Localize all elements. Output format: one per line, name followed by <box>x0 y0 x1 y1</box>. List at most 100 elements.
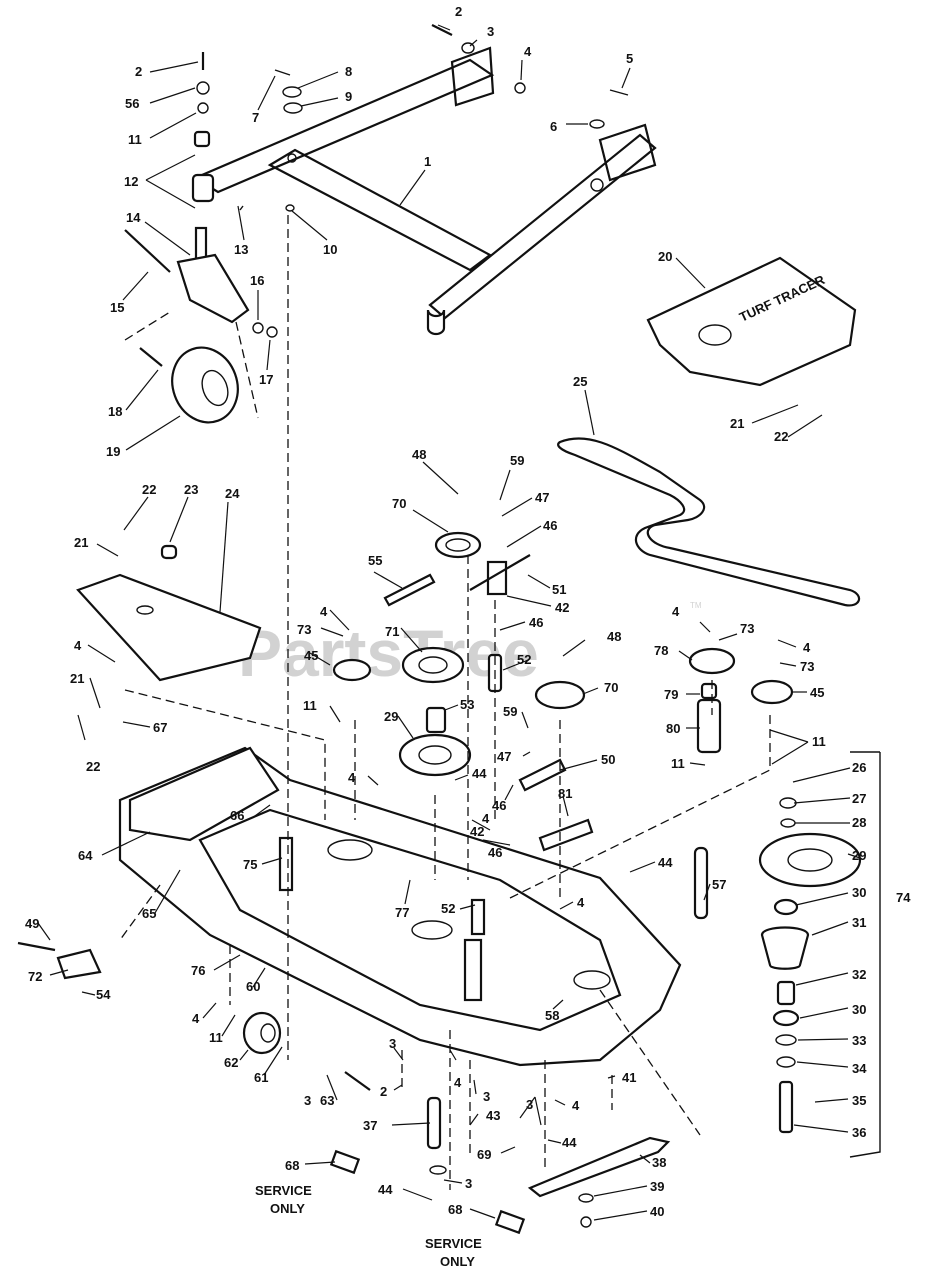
service-only-note-line2: ONLY <box>440 1254 475 1269</box>
callout-74: 74 <box>896 890 911 905</box>
callout-15: 15 <box>110 300 124 315</box>
callout-22: 22 <box>774 429 788 444</box>
callout-65: 65 <box>142 906 156 921</box>
callout-11: 11 <box>128 132 142 147</box>
callout-33: 33 <box>852 1033 866 1048</box>
callout-57: 57 <box>712 877 726 892</box>
callout-73: 73 <box>740 621 754 636</box>
callout-6: 6 <box>550 119 557 134</box>
callout-44: 44 <box>562 1135 577 1150</box>
callout-11: 11 <box>303 698 317 713</box>
callout-4: 4 <box>348 770 356 785</box>
callout-73: 73 <box>297 622 311 637</box>
callout-20: 20 <box>658 249 672 264</box>
callout-3: 3 <box>465 1176 472 1191</box>
callout-12: 12 <box>124 174 138 189</box>
callout-21: 21 <box>730 416 744 431</box>
callout-25: 25 <box>573 374 587 389</box>
callout-4: 4 <box>454 1075 462 1090</box>
hitch-frame <box>192 46 657 336</box>
callout-51: 51 <box>552 582 566 597</box>
spindle-assembly <box>760 751 881 1158</box>
callout-36: 36 <box>852 1125 866 1140</box>
callout-46: 46 <box>488 845 502 860</box>
callout-50: 50 <box>601 752 615 767</box>
callout-23: 23 <box>184 482 198 497</box>
callout-70: 70 <box>604 680 618 695</box>
callout-2: 2 <box>455 4 462 19</box>
callout-72: 72 <box>28 969 42 984</box>
gauge-wheel <box>242 836 486 1055</box>
callout-4: 4 <box>192 1011 200 1026</box>
callout-27: 27 <box>852 791 866 806</box>
callout-39: 39 <box>650 1179 664 1194</box>
callout-26: 26 <box>852 760 866 775</box>
service-only-note-line1: SERVICE <box>255 1183 312 1198</box>
callout-11: 11 <box>209 1030 223 1045</box>
callout-70: 70 <box>392 496 406 511</box>
callout-4: 4 <box>672 604 680 619</box>
callout-numbers: 2 3 4 5 6 2 56 11 8 9 7 12 1 13 10 14 15… <box>25 4 911 1219</box>
callout-52: 52 <box>517 652 531 667</box>
callout-10: 10 <box>323 242 337 257</box>
callout-44: 44 <box>658 855 673 870</box>
callout-45: 45 <box>810 685 824 700</box>
callout-21: 21 <box>70 671 84 686</box>
callout-30: 30 <box>852 1002 866 1017</box>
callout-46: 46 <box>543 518 557 533</box>
callout-14: 14 <box>126 210 141 225</box>
callout-28: 28 <box>852 815 866 830</box>
misc-hardware <box>17 846 709 1235</box>
callout-34: 34 <box>852 1061 867 1076</box>
callout-35: 35 <box>852 1093 866 1108</box>
callout-48: 48 <box>412 447 426 462</box>
callout-78: 78 <box>654 643 668 658</box>
callout-58: 58 <box>545 1008 559 1023</box>
callout-44: 44 <box>472 766 487 781</box>
idler-hardware <box>383 554 722 852</box>
callout-59: 59 <box>503 704 517 719</box>
callout-3: 3 <box>304 1093 311 1108</box>
callout-2: 2 <box>135 64 142 79</box>
service-only-note-line1: SERVICE <box>425 1236 482 1251</box>
callout-30: 30 <box>852 885 866 900</box>
callout-63: 63 <box>320 1093 334 1108</box>
callout-80: 80 <box>666 721 680 736</box>
watermark-trademark: TM <box>690 601 702 610</box>
callout-31: 31 <box>852 915 866 930</box>
callout-7: 7 <box>252 110 259 125</box>
callout-3: 3 <box>483 1089 490 1104</box>
callout-22: 22 <box>86 759 100 774</box>
deck-housing <box>118 746 682 1067</box>
callout-44: 44 <box>378 1182 393 1197</box>
callout-21: 21 <box>74 535 88 550</box>
callout-69: 69 <box>477 1147 491 1162</box>
callout-46: 46 <box>529 615 543 630</box>
callout-45: 45 <box>304 648 318 663</box>
service-only-note-line2: ONLY <box>270 1201 305 1216</box>
service-only-notes: SERVICE ONLY SERVICE ONLY <box>255 1183 482 1269</box>
callout-24: 24 <box>225 486 240 501</box>
callout-73: 73 <box>800 659 814 674</box>
callout-16: 16 <box>250 273 264 288</box>
callout-4: 4 <box>572 1098 580 1113</box>
callout-42: 42 <box>555 600 569 615</box>
callout-76: 76 <box>191 963 205 978</box>
leader-lines <box>37 24 861 1221</box>
callout-68: 68 <box>448 1202 462 1217</box>
callout-13: 13 <box>234 242 248 257</box>
callout-64: 64 <box>78 848 93 863</box>
callout-60: 60 <box>246 979 260 994</box>
callout-47: 47 <box>497 749 511 764</box>
callout-61: 61 <box>254 1070 268 1085</box>
callout-4: 4 <box>482 811 490 826</box>
callout-71: 71 <box>385 624 399 639</box>
callout-53: 53 <box>460 697 474 712</box>
callout-4: 4 <box>803 640 811 655</box>
callout-1: 1 <box>424 154 431 169</box>
callout-29: 29 <box>384 709 398 724</box>
callout-62: 62 <box>224 1055 238 1070</box>
callout-75: 75 <box>243 857 257 872</box>
callout-8: 8 <box>345 64 352 79</box>
